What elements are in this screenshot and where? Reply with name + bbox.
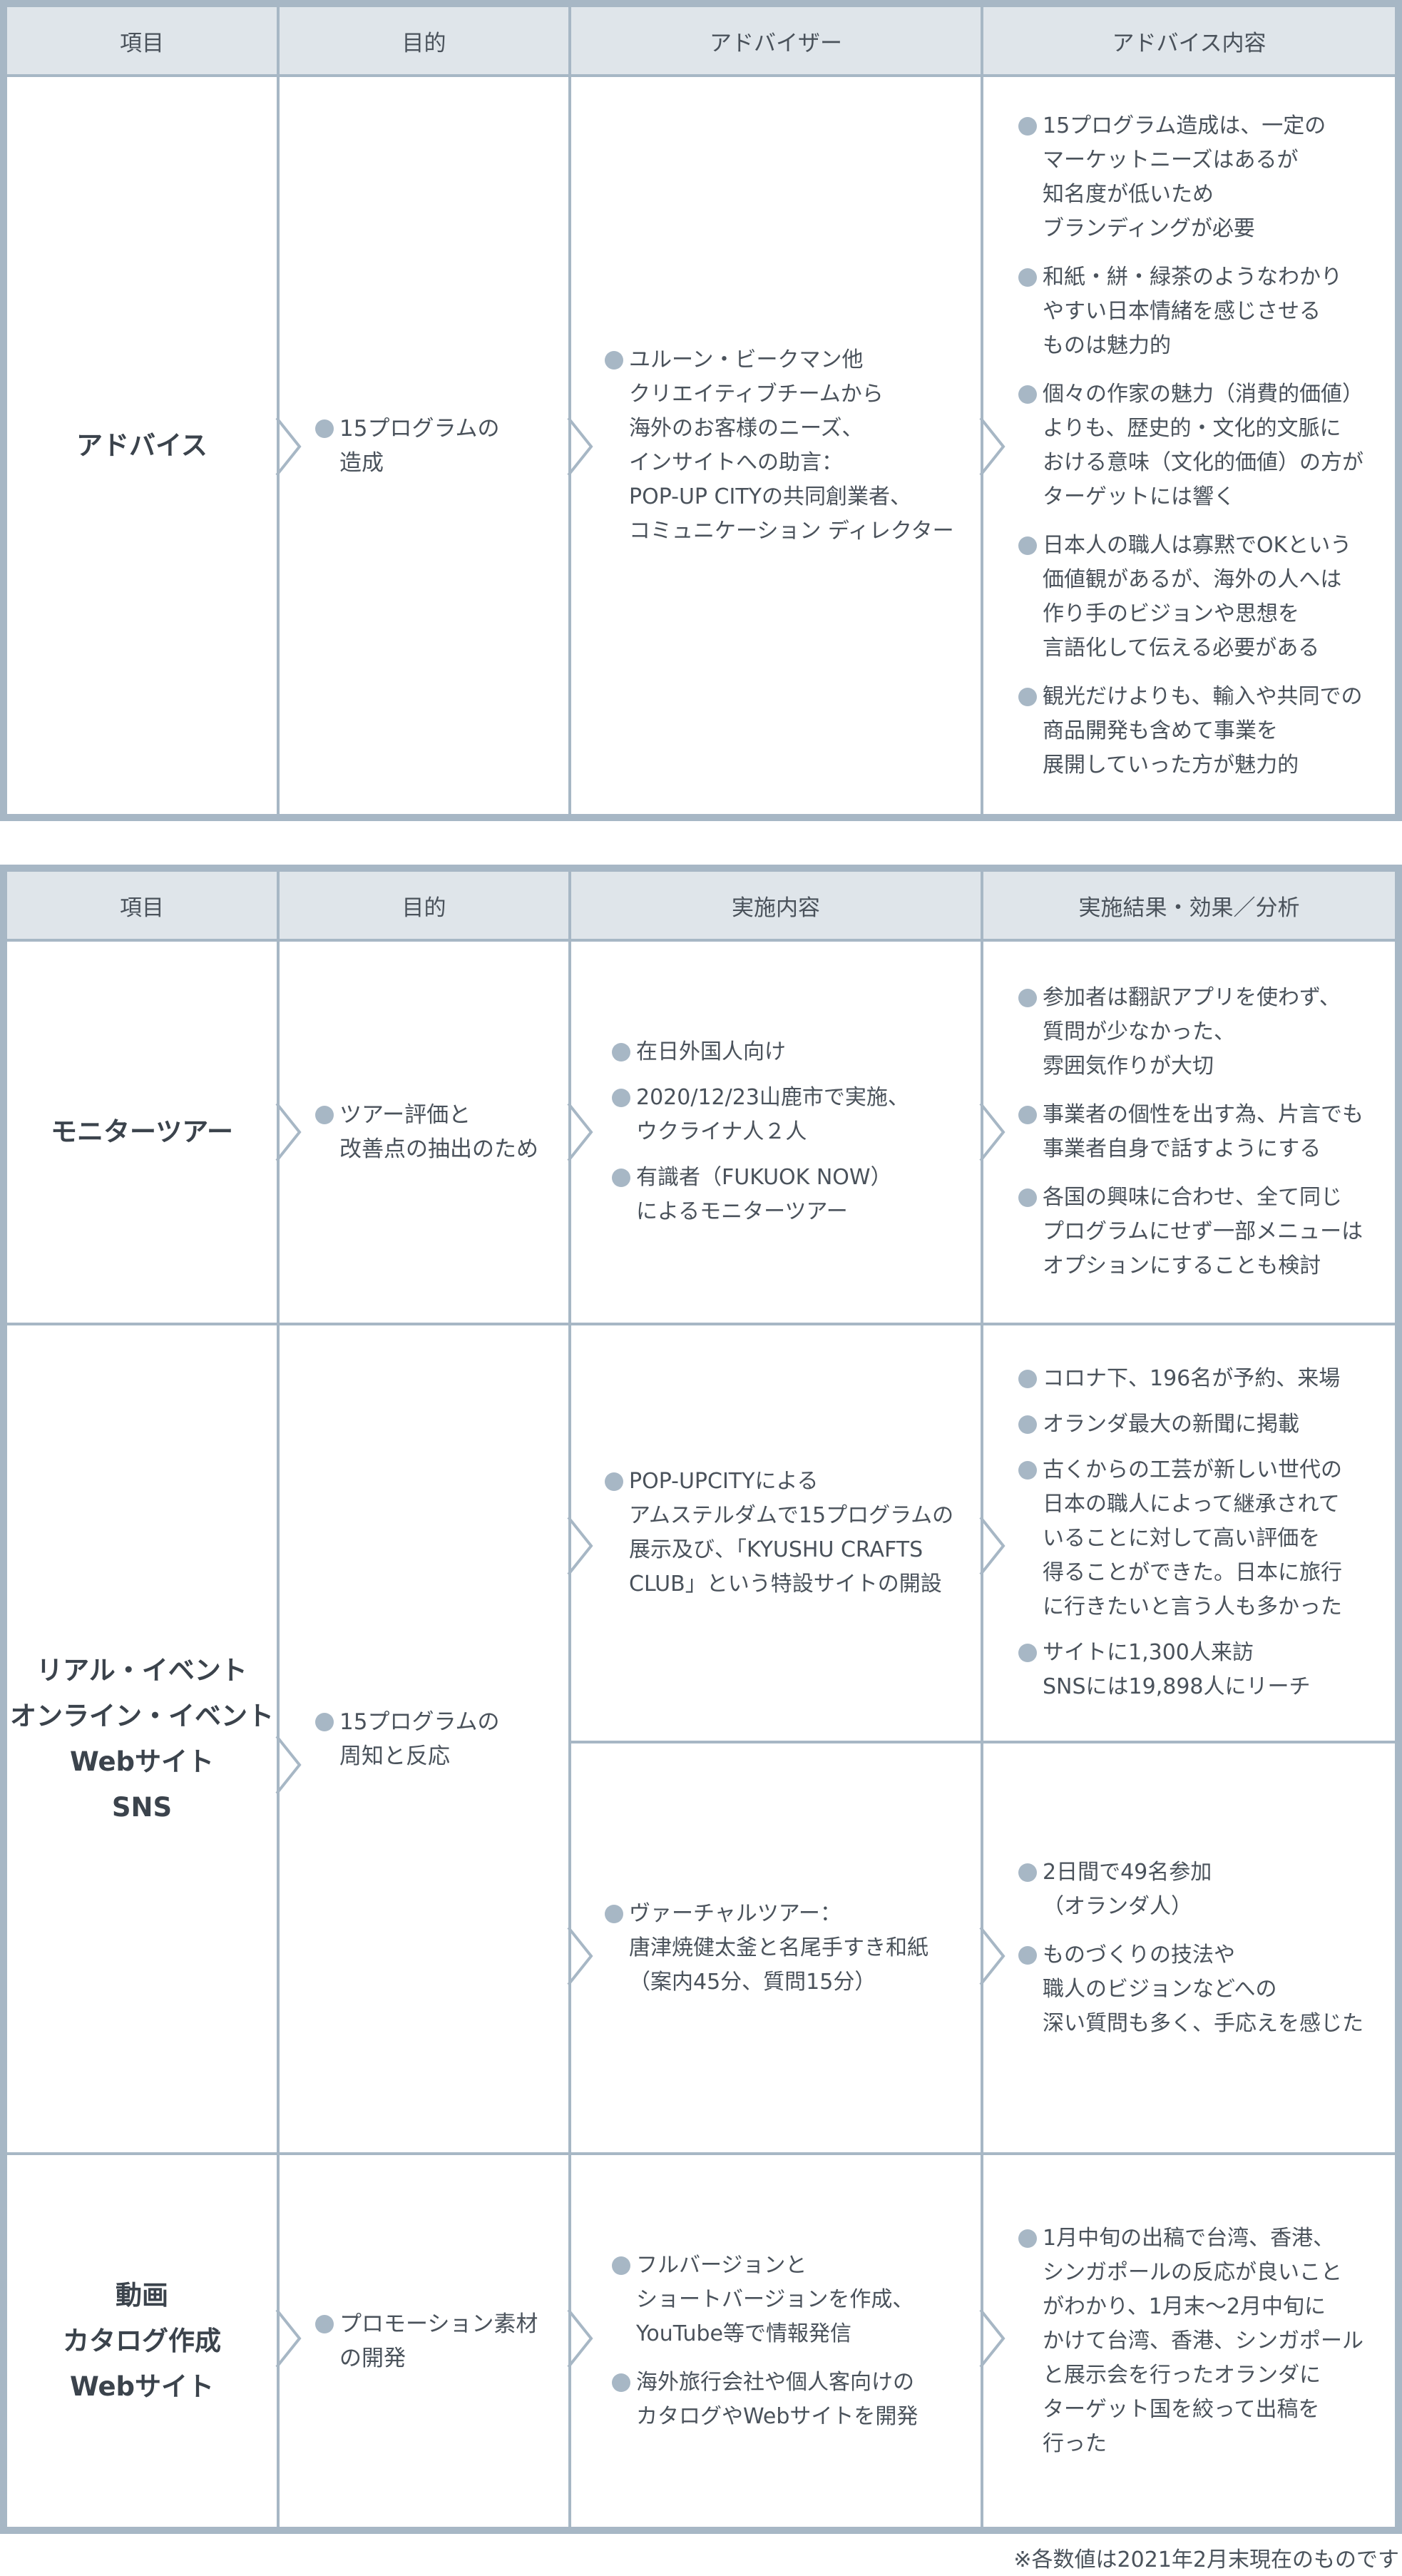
chevron-right-icon bbox=[567, 418, 593, 475]
header-results-analysis: 実施結果・効果／分析 bbox=[1078, 895, 1300, 921]
implementation-table: 項目 目的 実施内容 実施結果・効果／分析 モニターツアー ツアー評価と 改善点… bbox=[0, 865, 1402, 2534]
list-item: フルバージョンと ショートバージョンを作成、 YouTube等で情報発信 bbox=[612, 2249, 918, 2351]
list-item: 観光だけよりも、輸入や共同での 商品開発も含めて事業を 展開していった方が魅力的 bbox=[1018, 680, 1363, 783]
purpose-cell: ツアー評価と 改善点の抽出のため bbox=[315, 942, 565, 1323]
chevron-right-icon bbox=[979, 1104, 1006, 1161]
list-item: プロモーション素材 の開発 bbox=[315, 2307, 538, 2376]
list-item: 参加者は翻訳アプリを使わず、 質問が少なかった、 雰囲気作りが大切 bbox=[1018, 981, 1363, 1084]
header-advice-content: アドバイス内容 bbox=[1112, 30, 1267, 56]
chevron-right-icon bbox=[567, 1517, 593, 1574]
chevron-right-icon bbox=[979, 1517, 1006, 1574]
table-header: 項目 目的 実施内容 実施結果・効果／分析 bbox=[7, 872, 1395, 942]
item-cell: アドバイス bbox=[7, 77, 277, 814]
advisor-list: ユルーン・ビークマン他 クリエイティブチームから 海外のお客様のニーズ、 インサ… bbox=[605, 343, 954, 549]
header-item: 項目 bbox=[120, 30, 164, 56]
item-cell: リアル・イベント オンライン・イベント Webサイト SNS bbox=[7, 1325, 277, 2152]
implementation-cell: 在日外国人向け 2020/12/23山鹿市で実施、 ウクライナ人２人 有識者（F… bbox=[612, 942, 979, 1323]
list-item: 有識者（FUKUOK NOW） によるモニターツアー bbox=[612, 1161, 909, 1229]
chevron-right-icon bbox=[567, 1104, 593, 1161]
purpose-cell: 15プログラムの 周知と反応 bbox=[315, 1325, 565, 2152]
results-list: 2日間で49名参加 （オランダ人） ものづくりの技法や 職人のビジョンなどへの … bbox=[1018, 1855, 1363, 2041]
implementation-list: フルバージョンと ショートバージョンを作成、 YouTube等で情報発信 海外旅… bbox=[612, 2249, 918, 2434]
chevron-right-icon bbox=[275, 2310, 302, 2367]
column-divider bbox=[981, 872, 983, 2527]
list-item: 15プログラムの 周知と反応 bbox=[315, 1705, 500, 1773]
chevron-right-icon bbox=[275, 1736, 302, 1793]
item-cell: 動画 カタログ作成 Webサイト bbox=[7, 2155, 277, 2527]
results-list: 1月中旬の出稿で台湾、香港、 シンガポールの反応が良いこと がわかり、1月末～2… bbox=[1018, 2221, 1363, 2461]
list-item: 事業者の個性を出す為、片言でも 事業者自身で話すようにする bbox=[1018, 1098, 1363, 1166]
purpose-list: 15プログラムの 周知と反応 bbox=[315, 1705, 500, 1773]
header-purpose: 目的 bbox=[401, 895, 446, 921]
implementation-cell: フルバージョンと ショートバージョンを作成、 YouTube等で情報発信 海外旅… bbox=[612, 2155, 979, 2527]
list-item: ユルーン・ビークマン他 クリエイティブチームから 海外のお客様のニーズ、 インサ… bbox=[605, 343, 954, 549]
advisor-cell: ユルーン・ビークマン他 クリエイティブチームから 海外のお客様のニーズ、 インサ… bbox=[605, 77, 979, 814]
chevron-right-icon bbox=[275, 418, 302, 475]
purpose-list: プロモーション素材 の開発 bbox=[315, 2307, 538, 2376]
list-item: ツアー評価と 改善点の抽出のため bbox=[315, 1098, 538, 1166]
purpose-list: ツアー評価と 改善点の抽出のため bbox=[315, 1098, 538, 1166]
item-title: リアル・イベント オンライン・イベント Webサイト SNS bbox=[10, 1654, 274, 1823]
list-item: オランダ最大の新聞に掲載 bbox=[1018, 1407, 1342, 1442]
purpose-cell: 15プログラムの 造成 bbox=[315, 77, 565, 814]
list-item: ヴァーチャルツアー： 唐津焼健太釜と名尾手すき和紙 （案内45分、質問15分） bbox=[605, 1897, 928, 2000]
results-cell: 1月中旬の出稿で台湾、香港、 シンガポールの反応が良いこと がわかり、1月末～2… bbox=[1018, 2155, 1396, 2527]
list-item: 古くからの工芸が新しい世代の 日本の職人によって継承されて いることに対して高い… bbox=[1018, 1453, 1342, 1624]
results-list: コロナ下、196名が予約、来場 オランダ最大の新聞に掲載 古くからの工芸が新しい… bbox=[1018, 1362, 1342, 1704]
table-header: 項目 目的 アドバイザー アドバイス内容 bbox=[7, 7, 1395, 77]
list-item: 2日間で49名参加 （オランダ人） bbox=[1018, 1855, 1363, 1924]
chevron-right-icon bbox=[567, 1928, 593, 1985]
row-divider bbox=[7, 2152, 1395, 2155]
results-cell: 2日間で49名参加 （オランダ人） ものづくりの技法や 職人のビジョンなどへの … bbox=[1018, 1743, 1396, 2152]
results-cell: 参加者は翻訳アプリを使わず、 質問が少なかった、 雰囲気作りが大切 事業者の個性… bbox=[1018, 942, 1396, 1323]
column-divider bbox=[568, 7, 571, 814]
list-item: 2020/12/23山鹿市で実施、 ウクライナ人２人 bbox=[612, 1081, 909, 1149]
item-title: アドバイス bbox=[76, 429, 208, 461]
chevron-right-icon bbox=[979, 1928, 1006, 1985]
chevron-right-icon bbox=[275, 1104, 302, 1161]
advice-list: 15プログラム造成は、一定の マーケットニーズはあるが 知名度が低いため ブラン… bbox=[1018, 109, 1363, 783]
purpose-cell: プロモーション素材 の開発 bbox=[315, 2155, 565, 2527]
advice-table: 項目 目的 アドバイザー アドバイス内容 アドバイス 15プログラムの 造成 ユ… bbox=[0, 0, 1402, 821]
list-item: 15プログラム造成は、一定の マーケットニーズはあるが 知名度が低いため ブラン… bbox=[1018, 109, 1363, 246]
header-advisor: アドバイザー bbox=[710, 30, 842, 56]
row-divider bbox=[568, 1741, 1395, 1743]
column-divider bbox=[277, 872, 280, 2527]
list-item: 和紙・絣・緑茶のようなわかり やすい日本情緒を感じさせる ものは魅力的 bbox=[1018, 260, 1363, 363]
list-item: 15プログラムの 造成 bbox=[315, 412, 500, 480]
purpose-list: 15プログラムの 造成 bbox=[315, 412, 500, 480]
list-item: 個々の作家の魅力（消費的価値） よりも、歴史的・文化的文脈に おける意味（文化的… bbox=[1018, 377, 1363, 514]
list-item: 海外旅行会社や個人客向けの カタログやWebサイトを開発 bbox=[612, 2366, 918, 2434]
advice-cell: 15プログラム造成は、一定の マーケットニーズはあるが 知名度が低いため ブラン… bbox=[1018, 77, 1396, 814]
item-title: 動画 カタログ作成 Webサイト bbox=[63, 2279, 221, 2402]
implementation-list: POP-UPCITYによる アムステルダムで15プログラムの 展示及び、「KYU… bbox=[605, 1465, 953, 1602]
chevron-right-icon bbox=[979, 2310, 1006, 2367]
list-item: 1月中旬の出稿で台湾、香港、 シンガポールの反応が良いこと がわかり、1月末～2… bbox=[1018, 2221, 1363, 2461]
implementation-cell: POP-UPCITYによる アムステルダムで15プログラムの 展示及び、「KYU… bbox=[605, 1325, 979, 1741]
list-item: POP-UPCITYによる アムステルダムで15プログラムの 展示及び、「KYU… bbox=[605, 1465, 953, 1602]
results-list: 参加者は翻訳アプリを使わず、 質問が少なかった、 雰囲気作りが大切 事業者の個性… bbox=[1018, 981, 1363, 1283]
list-item: 日本人の職人は寡黙でOKという 価値観があるが、海外の人へは 作り手のビジョンや… bbox=[1018, 529, 1363, 666]
header-implementation: 実施内容 bbox=[732, 895, 820, 921]
header-purpose: 目的 bbox=[401, 30, 446, 56]
list-item: コロナ下、196名が予約、来場 bbox=[1018, 1362, 1342, 1396]
results-cell: コロナ下、196名が予約、来場 オランダ最大の新聞に掲載 古くからの工芸が新しい… bbox=[1018, 1325, 1396, 1741]
implementation-list: ヴァーチャルツアー： 唐津焼健太釜と名尾手すき和紙 （案内45分、質問15分） bbox=[605, 1897, 928, 2000]
header-item: 項目 bbox=[120, 895, 164, 921]
column-divider bbox=[981, 7, 983, 814]
implementation-cell: ヴァーチャルツアー： 唐津焼健太釜と名尾手すき和紙 （案内45分、質問15分） bbox=[605, 1743, 979, 2152]
implementation-list: 在日外国人向け 2020/12/23山鹿市で実施、 ウクライナ人２人 有識者（F… bbox=[612, 1035, 909, 1229]
column-divider bbox=[277, 7, 280, 814]
chevron-right-icon bbox=[567, 2310, 593, 2367]
item-title: モニターツアー bbox=[50, 1116, 234, 1147]
item-cell: モニターツアー bbox=[7, 942, 277, 1323]
list-item: 在日外国人向け bbox=[612, 1035, 909, 1069]
row-divider bbox=[7, 1323, 1395, 1325]
list-item: ものづくりの技法や 職人のビジョンなどへの 深い質問も多く、手応えを感じた bbox=[1018, 1938, 1363, 2041]
list-item: サイトに1,300人来訪 SNSには19,898人にリーチ bbox=[1018, 1636, 1342, 1704]
list-item: 各国の興味に合わせ、全て同じ プログラムにせず一部メニューは オプションにするこ… bbox=[1018, 1181, 1363, 1283]
footnote: ※各数値は2021年2月末現在のものです bbox=[1013, 2547, 1399, 2572]
column-divider bbox=[568, 872, 571, 2527]
chevron-right-icon bbox=[979, 418, 1006, 475]
